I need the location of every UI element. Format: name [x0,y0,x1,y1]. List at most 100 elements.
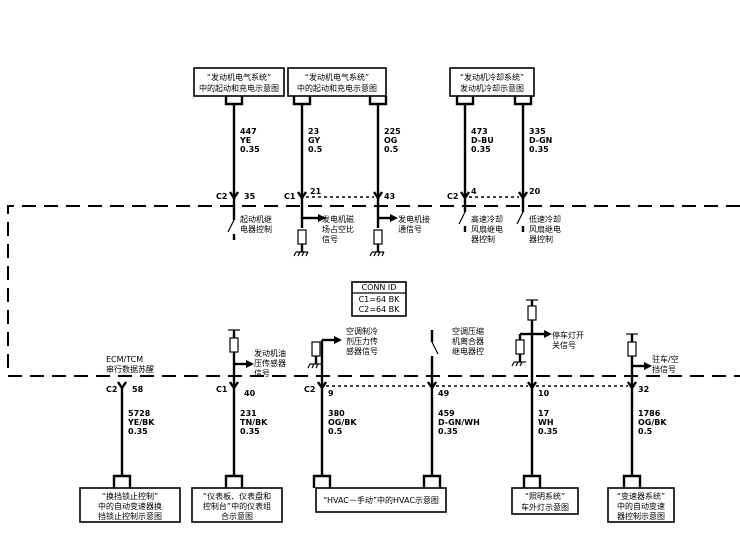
high-speed-fan-switch: 高速冷却 风扇继电 器控制 [458,198,503,244]
top-conn-3-pin: 43 [384,192,395,201]
bottom-box-5-line3: 器控制示意图 [617,511,665,521]
bottom-box-1-line3: 挡锁止控制示意图 [98,511,162,521]
bottom-label-2-l3: 感器信号 [346,346,378,356]
bottom-box-2-line2: 控制台”中的仪表组 [203,501,271,511]
top-label-4-l3: 器控制 [471,234,495,244]
bottom-label-1-l1: 发动机油 [254,348,286,358]
bottom-wire-3-gauge: 0.5 [328,427,343,436]
bottom-box-shift-lock[interactable]: “换挡锁止控制” 中的自动变速器换 挡锁止控制示意图 [79,487,181,523]
park-neutral-circuit: 驻车/空 挡信号 [626,333,679,386]
top-wire-4-circuit: 473 [471,127,488,136]
bottom-box-instrument-panel[interactable]: “仪表板、仪表盘和 控制台”中的仪表组 合示意图 [191,487,283,523]
top-label-2-l3: 信号 [322,234,338,244]
top-conn-5-pin: 20 [529,187,541,196]
top-wire-1-color: YE [239,136,251,145]
top-box-engine-electrical-1[interactable]: “发动机电气系统” 中的起动和充电示意图 [193,67,285,97]
top-wire-5-circuit: 335 [529,127,546,136]
bottom-label-2-l1: 空调制冷 [346,326,378,336]
ecm-line1: ECM/TCM [106,355,143,364]
bottom-conn-6-pin: 32 [638,385,649,394]
bottom-conn-1-pin: 58 [132,385,144,394]
bottom-wire-4-circuit: 459 [438,409,455,418]
bottom-wire-2-gauge: 0.35 [240,427,260,436]
bottom-box-4-line2: 车外灯示意图 [521,502,569,512]
conn-id-box: CONN ID C1=64 BK C2=64 BK [351,281,407,317]
top-box-3-line2: 发动机冷却示意图 [460,83,524,93]
bottom-label-5-l1: 驻车/空 [652,354,679,364]
top-wire-3-gauge: 0.5 [384,145,399,154]
bottom-wire-4-gauge: 0.35 [438,427,458,436]
generator-comm-circuit: 发电机接 通信号 [369,198,430,257]
bottom-connector-symbols [117,381,637,391]
top-box-2-line2: 中的起动和充电示意图 [297,83,377,93]
top-label-5-l2: 风扇继电 [529,224,561,234]
top-conn-4-id: C2 [447,192,458,201]
top-wire-4-color: D-BU [471,136,494,145]
bottom-box-lighting[interactable]: “照明系统” 车外灯示意图 [511,487,579,515]
bottom-wire-3-circuit: 380 [328,409,345,418]
top-box-3-line1: “发动机冷却系统” [460,72,524,82]
bottom-label-3-l2: 机离合器 [452,336,484,346]
bottom-label-2-l2: 剂压力传 [346,336,378,346]
top-wire-2-color: GY [308,136,320,145]
top-connector-labels: C2 35 C1 21 43 C2 4 20 [216,187,541,201]
top-label-5-l3: 器控制 [529,234,553,244]
top-box-engine-electrical-2[interactable]: “发动机电气系统” 中的起动和充电示意图 [287,67,387,97]
oil-pressure-circuit: 发动机油 压传感器 信号 [228,329,286,386]
bottom-box-4-line1: “照明系统” [525,491,565,501]
top-label-1-l2: 电器控制 [240,224,272,234]
bottom-wire-labels: 5728 YE/BK 0.35 231 TN/BK 0.35 380 OG/BK… [127,409,667,436]
bottom-box-hvac[interactable]: “HVAC－手动”中的HVAC示意图 [315,487,447,513]
bottom-wire-5-circuit: 17 [538,409,549,418]
bottom-box-5-line1: “变速器系统” [617,491,665,501]
starter-relay-switch: 起动机继 电器控制 [227,198,272,240]
low-speed-fan-switch: 低速冷却 风扇继电 器控制 [516,198,561,244]
top-box-1-line2: 中的起动和充电示意图 [199,83,279,93]
top-label-3-l1: 发电机接 [398,214,430,224]
bottom-box-transmission[interactable]: “变速器系统” 中的自动变速 器控制示意图 [607,487,675,523]
top-label-3-l2: 通信号 [398,224,422,234]
top-wire-labels: 447 YE 0.35 23 GY 0.5 225 OG 0.5 473 D-B… [239,127,552,154]
bottom-label-3-l3: 继电器控 [452,346,484,356]
generator-field-circuit: 发电机磁 场占空比 信号 [293,198,354,257]
top-conn-1-pin: 35 [244,192,256,201]
top-label-2-l1: 发电机磁 [322,214,354,224]
bottom-wire-1-gauge: 0.35 [128,427,148,436]
top-wire-3-color: OG [384,136,397,145]
top-label-4-l2: 风扇继电 [471,224,503,234]
top-wire-1-circuit: 447 [240,127,257,136]
bottom-conn-3-pin: 9 [328,389,334,398]
top-box-engine-cooling[interactable]: “发动机冷却系统” 发动机冷却示意图 [449,67,535,97]
bottom-connector-labels: C2 58 C1 40 C2 9 49 10 32 [106,385,649,398]
bottom-box-1-line2: 中的自动变速器换 [98,501,162,511]
bottom-box-3-line1: “HVAC－手动”中的HVAC示意图 [323,495,439,505]
bottom-wire-6-gauge: 0.5 [638,427,653,436]
bottom-wire-1-color: YE/BK [127,418,155,427]
bottom-box-5-line2: 中的自动变速 [617,501,665,511]
bottom-wire-2-color: TN/BK [240,418,268,427]
bottom-wire-2-circuit: 231 [240,409,257,418]
top-wire-4-gauge: 0.35 [471,145,491,154]
bottom-box-1-line1: “换挡锁止控制” [102,491,158,501]
bottom-box-stubs [112,474,642,488]
top-label-2-l2: 场占空比 [322,224,354,234]
bottom-label-1-l3: 信号 [254,368,270,378]
ecm-line2: 串行数据苏醒 [106,364,154,374]
bottom-box-2-line3: 合示意图 [221,511,253,521]
top-conn-1-id: C2 [216,192,227,201]
bottom-label-5-l2: 挡信号 [652,364,676,374]
top-conn-4-pin: 4 [471,187,477,196]
bottom-label-4-l1: 停车灯开 [552,330,584,340]
conn-id-title: CONN ID [362,283,397,292]
bottom-conn-3-id: C2 [304,385,315,394]
top-box-stubs [224,96,533,106]
brake-switch-circuit: 停车灯开 关信号 [511,299,584,386]
conn-id-c1: C1=64 BK [359,295,401,304]
bottom-wire-1-circuit: 5728 [128,409,151,418]
bottom-wire-4-color: D-GN/WH [438,418,480,427]
top-box-2-line1: “发动机电气系统” [305,72,369,82]
bottom-box-2-line1: “仪表板、仪表盘和 [203,491,271,501]
bottom-conn-2-pin: 40 [244,389,256,398]
bottom-conn-4-pin: 49 [438,389,450,398]
top-conn-2-id: C1 [284,192,296,201]
